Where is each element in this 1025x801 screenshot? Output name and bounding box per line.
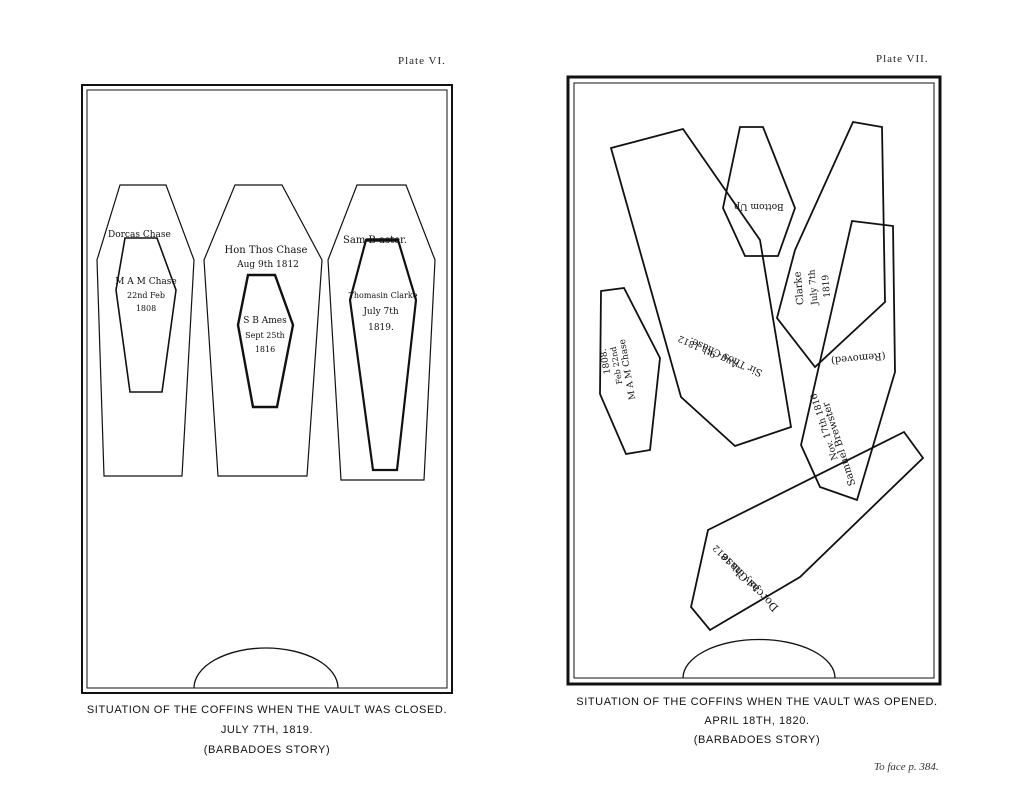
coffin-label: 1808.: [599, 348, 613, 375]
coffin-label: Dorcas Chase: [108, 230, 171, 240]
coffin-label: 1816: [255, 345, 275, 354]
right-coffin-thos: [609, 127, 793, 448]
right-coffin-bottom-up: [722, 126, 796, 257]
right-coffin-clarke: [776, 120, 886, 369]
left-vault-outer-wall: [81, 84, 453, 694]
coffin-inner-outline: [348, 238, 418, 472]
coffin-inner-outline: [236, 273, 295, 409]
right-caption: SITUATION OF THE COFFINS WHEN THE VAULT …: [530, 693, 984, 750]
caption-line: APRIL 18TH, 1820.: [704, 715, 810, 727]
plate-number-left: Plate VI.: [398, 55, 446, 67]
right-coffins: [599, 120, 925, 632]
left-coffin-thos: [203, 184, 323, 477]
right-vault-outer-wall: [566, 75, 942, 686]
plate-number-right: Plate VII.: [876, 53, 929, 65]
caption-line: SITUATION OF THE COFFINS WHEN THE VAULT …: [576, 696, 938, 708]
right-coffin-dorcas: [690, 430, 925, 632]
right-vault-inner-wall: [573, 82, 935, 679]
coffin-label: Sam B aster.: [343, 235, 407, 246]
left-coffin-dorcas: [96, 184, 195, 477]
coffin-label: 1808: [136, 304, 156, 313]
coffin-label: Clarke: [793, 271, 807, 305]
right-vault-entrance-arch: [682, 638, 836, 679]
coffin-label: Thomasin Clarke: [349, 291, 418, 300]
left-vault: [81, 84, 453, 694]
coffin-label: Aug. 9th 1812: [677, 333, 741, 370]
coffin-label: M A M Chase: [115, 277, 177, 287]
coffin-outline: [203, 184, 323, 477]
right-coffin-mam: [599, 287, 661, 456]
coffin-label: 1819.: [368, 323, 394, 333]
coffin-outline: [96, 184, 195, 477]
coffin-label: S B Ames: [243, 316, 287, 326]
left-vault-inner-wall: [86, 89, 448, 689]
coffin-label: 22nd Feb: [127, 291, 165, 300]
coffin-label: 1819: [821, 274, 833, 298]
caption-line: (BARBADOES STORY): [203, 744, 331, 756]
coffin-label: Bottom Up: [734, 201, 784, 211]
left-caption: SITUATION OF THE COFFINS WHEN THE VAULT …: [40, 700, 494, 760]
caption-line: (BARBADOES STORY): [693, 734, 821, 746]
coffin-inner-outline: [115, 237, 177, 393]
facing-page-note: To face p. 384.: [874, 761, 939, 773]
coffin-outline: [327, 184, 436, 481]
right-vault: [566, 75, 942, 686]
coffin-label: Aug 9th 1812: [236, 260, 299, 270]
left-vault-entrance-arch: [193, 647, 339, 689]
coffin-label: (Removed): [830, 350, 886, 366]
coffin-label: Hon Thos Chase: [225, 245, 308, 256]
left-coffin-clarke: [327, 184, 436, 481]
coffin-label: July 7th: [807, 269, 820, 306]
right-coffin-brewster: [800, 220, 896, 502]
coffin-label: July 7th: [362, 307, 399, 317]
caption-line: JULY 7TH, 1819.: [220, 724, 314, 736]
caption-line: SITUATION OF THE COFFINS WHEN THE VAULT …: [86, 704, 448, 716]
coffin-label: July 6th 1812: [711, 542, 762, 593]
coffin-label: Sept 25th: [245, 331, 285, 340]
